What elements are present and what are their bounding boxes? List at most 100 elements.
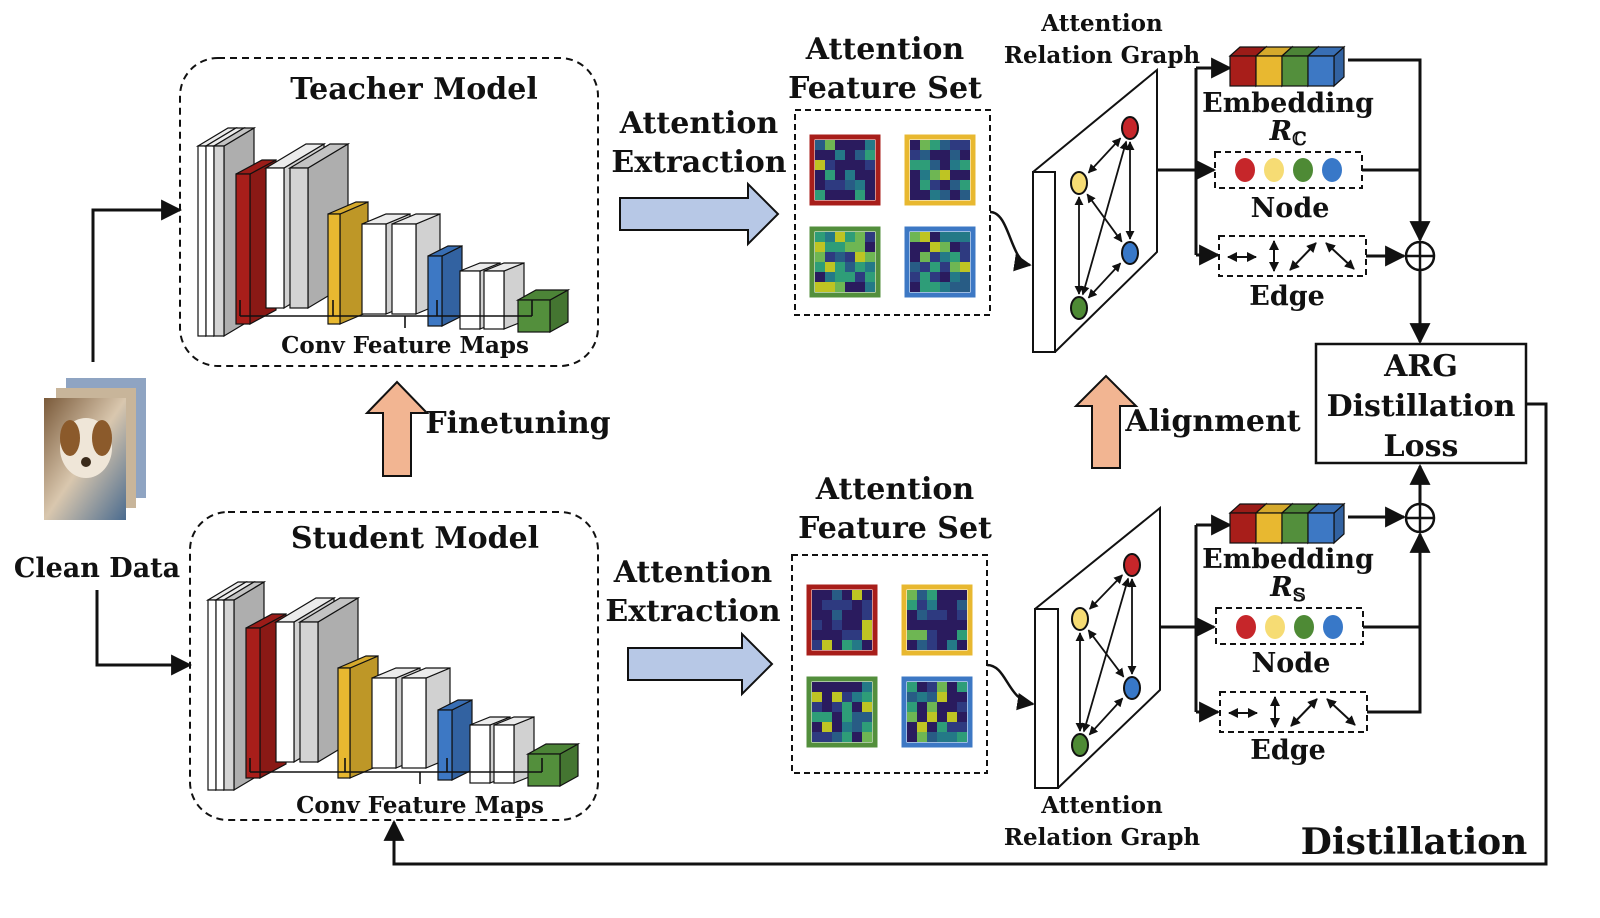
teacher-map-2 bbox=[809, 226, 881, 298]
teacher-node-dot-3 bbox=[1322, 158, 1342, 182]
student-map-0-cell bbox=[812, 630, 822, 640]
student-map-2-cell bbox=[822, 682, 832, 692]
teacher-map-3-cell bbox=[930, 232, 940, 242]
student-map-1-cell bbox=[947, 640, 957, 650]
teacher-edge-3 bbox=[1086, 193, 1123, 243]
student-edge-to-sum bbox=[1367, 531, 1431, 714]
student-map-2-cell bbox=[862, 702, 872, 712]
student-plane-side bbox=[1034, 608, 1059, 789]
teacher-map-2-cell bbox=[845, 272, 855, 282]
student-layer-3 bbox=[245, 612, 287, 780]
teacher-layer-1-front bbox=[205, 145, 215, 337]
teacher-map-3-cell bbox=[920, 252, 930, 262]
teacher-map-2-cell bbox=[815, 232, 825, 242]
student-map-0-frame bbox=[806, 584, 878, 656]
teacher-map-0-cell bbox=[835, 140, 845, 150]
teacher-model-box bbox=[179, 57, 599, 367]
student-layer-5-front bbox=[299, 621, 319, 763]
teacher-map-1-cell bbox=[950, 150, 960, 160]
student-map-0-cell bbox=[852, 640, 862, 650]
student-map-3-cell bbox=[907, 692, 917, 702]
teacher-map-2-cell bbox=[835, 252, 845, 262]
teacher-layer-6-front bbox=[327, 213, 341, 325]
arg-distillation-loss: ARG Distillation Loss bbox=[1314, 342, 1528, 465]
teacher-map-0-cell bbox=[865, 140, 875, 150]
teacher-map-0-cell bbox=[865, 180, 875, 190]
student-relation-graph: Attention Relation Graph bbox=[1004, 505, 1200, 851]
student-model: Student Model Conv Feature Maps bbox=[189, 511, 599, 821]
student-map-1-cell bbox=[907, 630, 917, 640]
teacher-map-2-cell bbox=[855, 272, 865, 282]
distillation-feedback-arrow bbox=[383, 402, 1548, 866]
student-map-3-cell bbox=[947, 682, 957, 692]
student-map-2 bbox=[806, 676, 878, 748]
student-map-3-cell bbox=[957, 702, 967, 712]
student-map-1-cell bbox=[907, 620, 917, 630]
student-map-0-cell bbox=[822, 590, 832, 600]
teacher-map-2-cell bbox=[825, 272, 835, 282]
student-map-2-cell bbox=[832, 682, 842, 692]
teacher-map-0-cell bbox=[825, 170, 835, 180]
student-map-1-cell bbox=[927, 610, 937, 620]
student-embed-cell-0-front bbox=[1229, 512, 1257, 544]
teacher-map-3-cell bbox=[920, 242, 930, 252]
student-map-1-cell bbox=[957, 600, 967, 610]
student-map-3-cell bbox=[957, 692, 967, 702]
teacher-node-0 bbox=[1121, 116, 1139, 140]
student-map-3-cell bbox=[937, 692, 947, 702]
student-map-0 bbox=[806, 584, 878, 656]
student-feature-set-title-line1: Attention bbox=[815, 472, 975, 507]
teacher-map-2-cell bbox=[825, 252, 835, 262]
student-map-1-cell bbox=[947, 610, 957, 620]
teacher-layer-11-front bbox=[483, 270, 505, 330]
teacher-map-3-cell bbox=[910, 282, 920, 292]
teacher-map-3-cell bbox=[960, 232, 970, 242]
student-embed-cell-3-front bbox=[1307, 512, 1335, 544]
teacher-edge-glyph-2 bbox=[1289, 242, 1317, 271]
student-extraction-arrow bbox=[627, 631, 774, 697]
student-edge-label: Edge bbox=[1250, 735, 1326, 766]
student-map-0-cell bbox=[832, 610, 842, 620]
student-map-3-frame bbox=[901, 676, 973, 748]
loss-line3: Loss bbox=[1384, 429, 1459, 464]
teacher-node-dots bbox=[1235, 158, 1342, 182]
teacher-embedding-branch: Embedding Rℂ Node Edge bbox=[1158, 45, 1436, 345]
teacher-layer-4-front bbox=[265, 167, 285, 309]
teacher-map-3 bbox=[904, 226, 976, 298]
finetuning-up-arrow bbox=[364, 380, 430, 477]
teacher-map-0-cell bbox=[825, 140, 835, 150]
teacher-map-2-cell bbox=[865, 282, 875, 292]
teacher-map-3-cell bbox=[910, 252, 920, 262]
teacher-graph-plane bbox=[1032, 67, 1158, 353]
clean-data-label: Clean Data bbox=[14, 553, 180, 584]
student-map-0-cell bbox=[822, 600, 832, 610]
student-map-3-cell bbox=[957, 682, 967, 692]
student-embedding-label: Embedding bbox=[1202, 544, 1374, 575]
student-map-1-cell bbox=[927, 630, 937, 640]
teacher-map-2-cell bbox=[845, 282, 855, 292]
student-layer-1-front bbox=[215, 599, 225, 791]
teacher-map-0-cell bbox=[815, 140, 825, 150]
student-map-3-cell bbox=[937, 722, 947, 732]
alignment-label: Alignment bbox=[1124, 404, 1300, 439]
teacher-map-0-cell bbox=[865, 150, 875, 160]
teacher-arg-label-line1: Attention bbox=[1040, 10, 1163, 37]
teacher-node-label: Node bbox=[1251, 193, 1330, 224]
teacher-map-3-frame bbox=[904, 226, 976, 298]
student-map-1-cell bbox=[957, 620, 967, 630]
student-map-2-cell bbox=[812, 732, 822, 742]
teacher-relation-graph: Attention Relation Graph bbox=[1004, 10, 1200, 353]
teacher-layer-8-front bbox=[391, 223, 417, 315]
student-map-2-cell bbox=[822, 692, 832, 702]
teacher-map-1-cell bbox=[940, 160, 950, 170]
teacher-map-2-cell bbox=[835, 242, 845, 252]
teacher-map-2-frame bbox=[809, 226, 881, 298]
student-map-1 bbox=[901, 584, 973, 656]
student-map-2-cell bbox=[812, 712, 822, 722]
student-node-dot-3 bbox=[1323, 615, 1343, 639]
student-node-3 bbox=[1071, 733, 1089, 757]
student-map-0-cell bbox=[862, 600, 872, 610]
student-map-2-cell bbox=[842, 712, 852, 722]
teacher-map-1 bbox=[904, 134, 976, 206]
teacher-edge-box bbox=[1218, 235, 1367, 277]
